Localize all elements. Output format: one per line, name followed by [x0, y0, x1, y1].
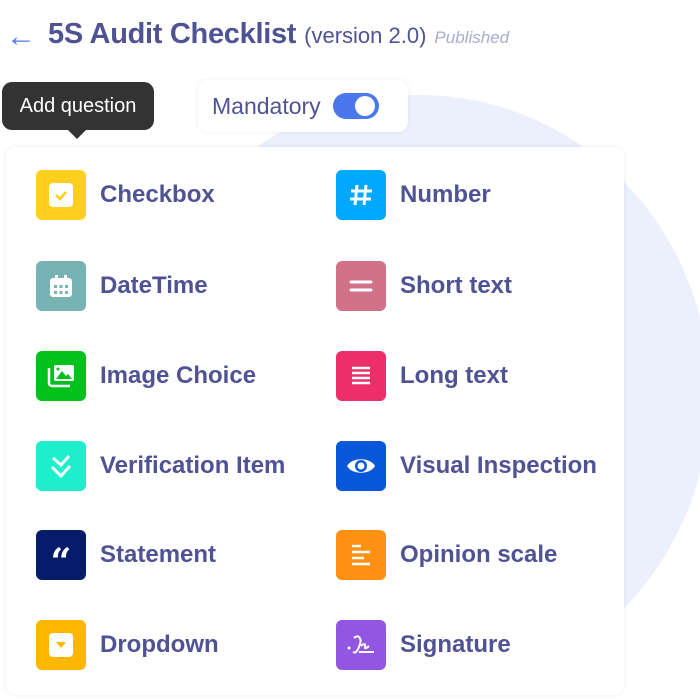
- mandatory-label: Mandatory: [212, 92, 321, 119]
- question-type-verification-item[interactable]: Verification Item: [36, 441, 285, 491]
- question-type-label: Statement: [100, 541, 217, 568]
- question-type-long-text[interactable]: Long text: [336, 351, 508, 401]
- mandatory-toggle-box: Mandatory: [198, 80, 408, 132]
- question-type-label: Short text: [400, 272, 513, 299]
- question-type-signature[interactable]: Signature: [336, 620, 511, 670]
- dropdown-icon: [36, 620, 86, 670]
- mandatory-toggle[interactable]: [332, 93, 379, 119]
- question-type-label: Checkbox: [100, 181, 215, 208]
- quote-icon: “: [36, 530, 86, 580]
- question-type-label: Dropdown: [100, 631, 219, 658]
- question-type-visual-inspection[interactable]: Visual Inspection: [336, 441, 597, 491]
- scale-icon: [336, 530, 386, 580]
- question-type-image-choice[interactable]: Image Choice: [36, 351, 256, 401]
- question-type-label: Image Choice: [100, 362, 257, 389]
- question-type-dropdown[interactable]: Dropdown: [36, 620, 219, 670]
- calendar-icon: [36, 261, 86, 311]
- question-type-label: Long text: [400, 362, 508, 389]
- add-question-tooltip: Add question: [2, 82, 154, 139]
- eye-icon: [336, 441, 386, 491]
- question-type-checkbox[interactable]: Checkbox: [36, 170, 215, 220]
- version-label: (version 2.0): [304, 23, 427, 48]
- signature-icon: [336, 620, 386, 670]
- question-type-label: Visual Inspection: [400, 452, 597, 479]
- hash-icon: [336, 170, 386, 220]
- question-type-short-text[interactable]: Short text: [336, 261, 512, 311]
- header: ← 5S Audit Checklist (version 2.0) Publi…: [6, 18, 510, 53]
- question-type-label: Opinion scale: [400, 541, 558, 568]
- image-icon: [36, 351, 86, 401]
- back-arrow-icon[interactable]: ←: [6, 20, 36, 53]
- double-check-icon: [36, 441, 86, 491]
- question-type-datetime[interactable]: DateTime: [36, 261, 208, 311]
- question-type-label: Verification Item: [100, 452, 286, 479]
- status-badge: Published: [434, 28, 510, 47]
- checkbox-icon: [36, 170, 86, 220]
- question-type-statement[interactable]: “ Statement: [36, 530, 216, 580]
- question-type-label: DateTime: [100, 272, 208, 299]
- question-type-number[interactable]: Number: [336, 170, 491, 220]
- short-text-icon: [336, 261, 386, 311]
- question-type-label: Signature: [400, 631, 511, 658]
- question-type-label: Number: [400, 181, 491, 208]
- long-text-icon: [336, 351, 386, 401]
- question-type-opinion-scale[interactable]: Opinion scale: [336, 530, 557, 580]
- page-title: 5S Audit Checklist: [48, 18, 297, 50]
